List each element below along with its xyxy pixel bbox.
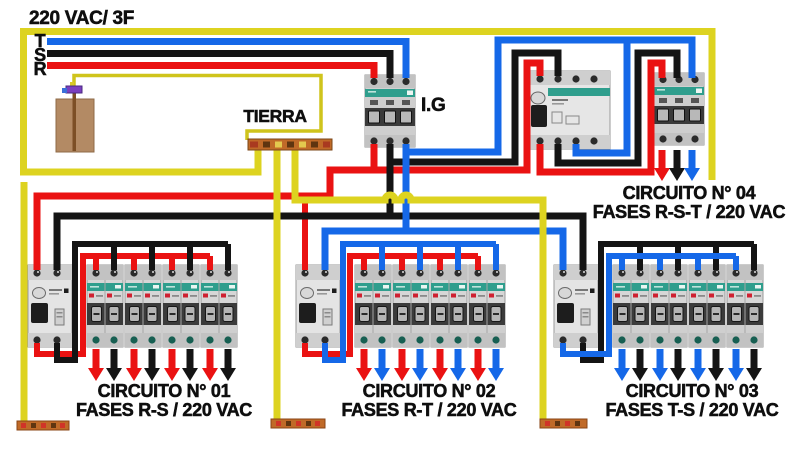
- wires-ground-yellow: [20, 28, 716, 421]
- wire-yellow-c3-drop: [291, 146, 547, 419]
- arrows-circuit-02: [356, 349, 504, 381]
- circuit-01-mcb-group: [86, 264, 238, 348]
- arrows-circuit-03: [614, 349, 762, 381]
- wire-yellow-electrode-link: [72, 73, 323, 140]
- wire-blue-bus-right: [406, 227, 567, 270]
- circuit-03-subtitle: FASES T-S / 220 VAC: [605, 400, 778, 420]
- circuit-03-title: CIRCUITO N° 03: [626, 381, 759, 401]
- wire-black-service: [47, 50, 394, 78]
- main-breaker-ig: [364, 74, 416, 148]
- ground-bar-circuit-01: [16, 420, 70, 431]
- phase-letter-r: R: [34, 59, 47, 79]
- circuit-01-rcd: [27, 264, 73, 348]
- ground-electrode: [55, 82, 95, 153]
- wires-red: [33, 59, 666, 357]
- labels: 220 VAC/ 3F T S R TIERRA I.G CIRCUITO N°…: [29, 8, 786, 421]
- wire-red-service: [47, 62, 378, 78]
- circuit-02-subtitle: FASES R-T / 220 VAC: [341, 400, 516, 420]
- circuit-04-breaker: [653, 72, 705, 146]
- wire-black-to-rcd4p: [390, 49, 562, 166]
- arrows-circuit-04: [654, 150, 700, 181]
- wire-blue-c3-rail: [560, 253, 739, 357]
- phase-letter-s: S: [34, 45, 46, 65]
- phase-letter-t: T: [35, 31, 46, 51]
- circuit-02-mcb-group: [354, 264, 506, 348]
- wire-red-rcd4p-to-c04: [536, 59, 666, 176]
- wire-black-bus-right: [390, 212, 587, 270]
- wire-blue-bus-left: [321, 227, 406, 270]
- tierra-bus-bar: [247, 138, 333, 151]
- ground-bar-circuit-02: [270, 418, 326, 429]
- circuit-01-subtitle: FASES R-S / 220 VAC: [76, 400, 252, 420]
- wire-black-c1-rail: [54, 241, 231, 363]
- circuit-04-title: CIRCUITO N° 04: [623, 183, 756, 203]
- rcd-4pole: [527, 70, 611, 150]
- wire-red-c2-rail: [302, 253, 481, 357]
- circuit-02-title: CIRCUITO N° 02: [363, 381, 496, 401]
- wire-blue-service: [47, 38, 410, 78]
- tierra-label: TIERRA: [243, 106, 307, 126]
- wire-red-feed-left: [33, 144, 378, 270]
- wire-black-rcd4p-to-c04: [554, 49, 681, 167]
- wires-blue: [47, 36, 739, 363]
- arrows-circuit-01: [88, 349, 236, 381]
- wire-red-c1-rail: [34, 253, 213, 357]
- circuit-02-rcd: [295, 264, 341, 348]
- circuit-03-mcb-group: [612, 264, 764, 348]
- ground-bar-circuit-03: [539, 418, 588, 429]
- wire-blue-over-top: [406, 36, 696, 156]
- main-title: 220 VAC/ 3F: [29, 8, 134, 29]
- wire-yellow-perimeter: [20, 28, 716, 180]
- circuit-01-title: CIRCUITO N° 01: [98, 381, 231, 401]
- circuit-04-subtitle: FASES R-S-T / 220 VAC: [593, 202, 786, 222]
- wire-blue-c2-rail: [322, 241, 499, 363]
- wire-blue-rcd4p-bottom: [572, 40, 631, 157]
- circuit-03-rcd: [553, 264, 599, 348]
- ig-label: I.G: [421, 95, 445, 116]
- wire-red-to-rcd4p: [374, 59, 544, 174]
